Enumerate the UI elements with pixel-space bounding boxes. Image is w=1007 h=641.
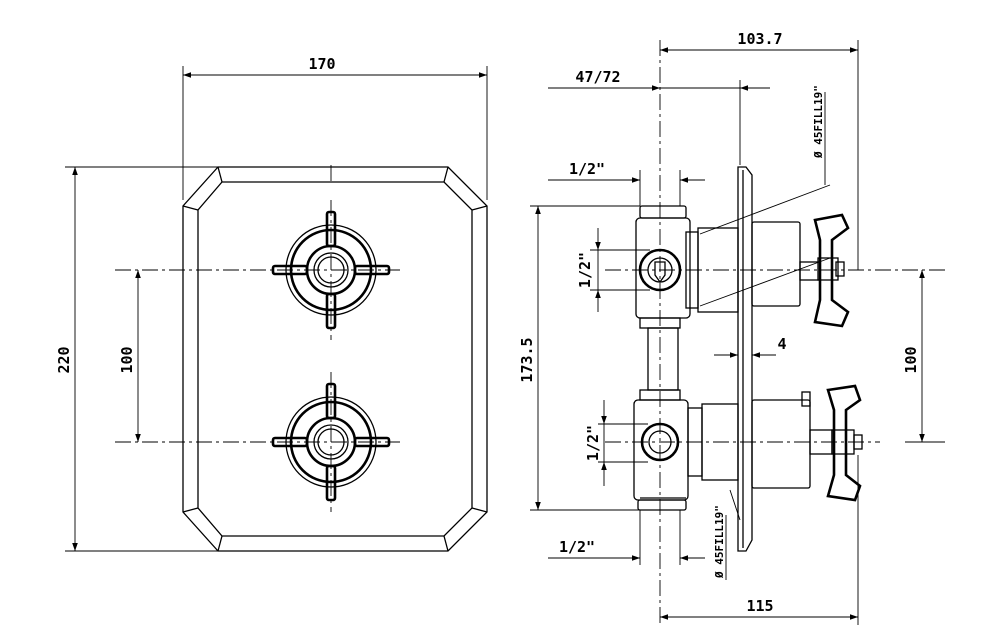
dim-handle-spacing-side: 100 [902, 346, 920, 373]
label-spindle-lower: Ø 45FILL19" [713, 505, 726, 579]
dim-pipe-bottom: 1/2" [559, 538, 595, 556]
dim-plate-gap: 4 [777, 335, 786, 353]
dim-side-bottom-depth: 115 [746, 597, 773, 615]
dim-side-depth-range: 47/72 [575, 68, 620, 86]
dim-handle-spacing-front: 100 [118, 346, 136, 373]
lower-cross-handle [271, 382, 391, 502]
dim-side-depth-total: 103.7 [737, 30, 782, 48]
dim-front-width: 170 [308, 55, 335, 73]
lower-side-handle [826, 384, 863, 502]
dim-pipe-left-upper: 1/2" [576, 252, 594, 288]
dim-front-height: 220 [55, 346, 73, 373]
upper-side-handle [813, 213, 850, 328]
valve-body [633, 205, 691, 511]
upper-cartridge [685, 184, 831, 313]
dim-body-height: 173.5 [518, 337, 536, 382]
side-cover-plate [737, 166, 753, 552]
dim-pipe-top: 1/2" [569, 160, 605, 178]
front-view: 170 220 100 [55, 55, 488, 552]
upper-cross-handle [271, 210, 391, 330]
cover-plate [182, 166, 488, 552]
side-view: 103.7 47/72 1/2" 1/2" 173.5 1/2" [518, 30, 945, 625]
dim-pipe-left-lower: 1/2" [584, 425, 602, 461]
lower-cartridge [687, 391, 833, 521]
label-spindle-upper: Ø 45FILL19" [812, 85, 825, 159]
